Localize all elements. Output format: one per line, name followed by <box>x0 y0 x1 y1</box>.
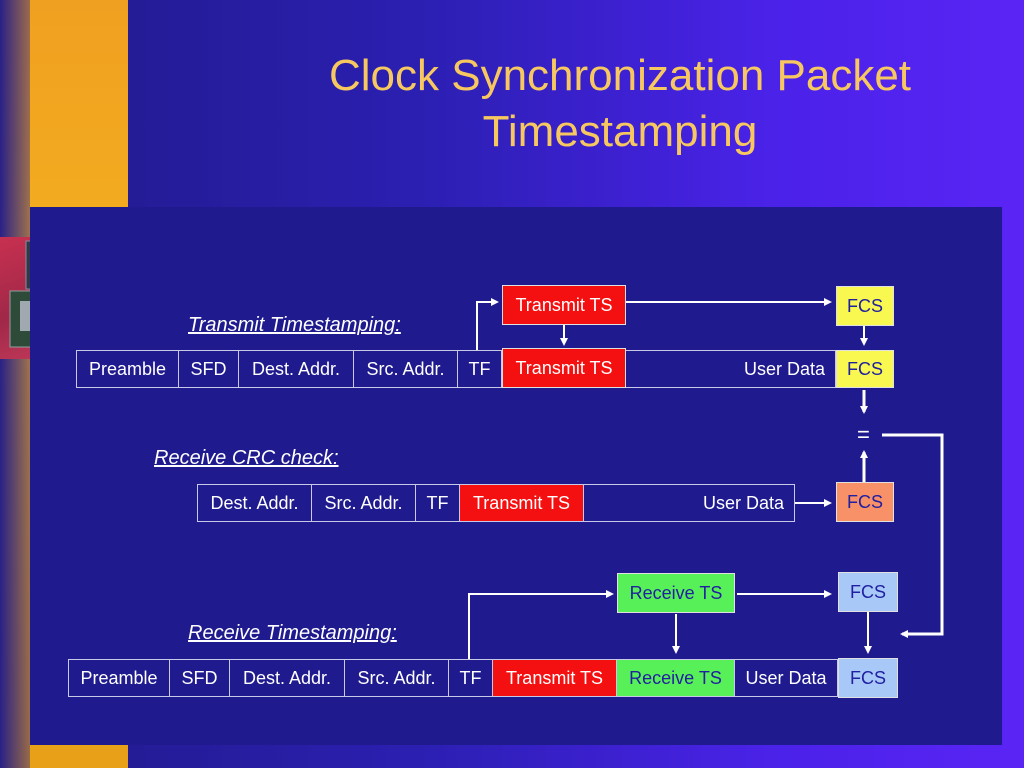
crc-field-tf: TF <box>416 485 460 521</box>
crc-packet-row: Dest. Addr. Src. Addr. TF Transmit TS Us… <box>197 484 795 522</box>
rx-field-tf: TF <box>449 660 493 696</box>
rx-field-user-data: User Data <box>745 667 827 688</box>
rx-field-receive-ts: Receive TS <box>617 660 735 696</box>
rx-field-dest-addr: Dest. Addr. <box>230 660 345 696</box>
receive-timestamping-label: Receive Timestamping: <box>188 622 397 644</box>
crc-fcs-box: FCS <box>836 482 894 522</box>
crc-field-dest-addr: Dest. Addr. <box>198 485 312 521</box>
rx-field-sfd: SFD <box>170 660 230 696</box>
left-bar-shade <box>0 0 30 768</box>
field-src-addr: Src. Addr. <box>354 351 458 387</box>
rx-field-preamble: Preamble <box>69 660 170 696</box>
receive-fcs-inline-box: FCS <box>838 658 898 698</box>
crc-field-transmit-ts: Transmit TS <box>460 485 584 521</box>
slide-title: Clock Synchronization Packet Timestampin… <box>328 51 912 156</box>
transmit-timestamping-label: Transmit Timestamping: <box>188 314 401 336</box>
field-tf: TF <box>458 351 502 387</box>
receive-packet-row: Preamble SFD Dest. Addr. Src. Addr. TF T… <box>68 659 838 697</box>
field-preamble: Preamble <box>77 351 179 387</box>
receive-fcs-top-box: FCS <box>838 572 898 612</box>
receive-crc-check-label: Receive CRC check: <box>154 447 339 469</box>
field-user-data: User Data <box>743 358 825 379</box>
transmit-packet-row: Preamble SFD Dest. Addr. Src. Addr. TF U… <box>76 350 836 388</box>
transmit-ts-inline-box: Transmit TS <box>502 348 626 388</box>
equals-sign: = <box>857 422 870 447</box>
rx-field-transmit-ts: Transmit TS <box>493 660 617 696</box>
receive-ts-top-box: Receive TS <box>617 573 735 613</box>
crc-field-user-data: User Data <box>702 492 784 513</box>
crc-field-src-addr: Src. Addr. <box>312 485 416 521</box>
transmit-fcs-top-box: FCS <box>836 286 894 326</box>
field-sfd: SFD <box>179 351 239 387</box>
transmit-fcs-inline-box: FCS <box>836 350 894 388</box>
transmit-ts-top-box: Transmit TS <box>502 285 626 325</box>
field-dest-addr: Dest. Addr. <box>239 351 354 387</box>
rx-field-src-addr: Src. Addr. <box>345 660 449 696</box>
